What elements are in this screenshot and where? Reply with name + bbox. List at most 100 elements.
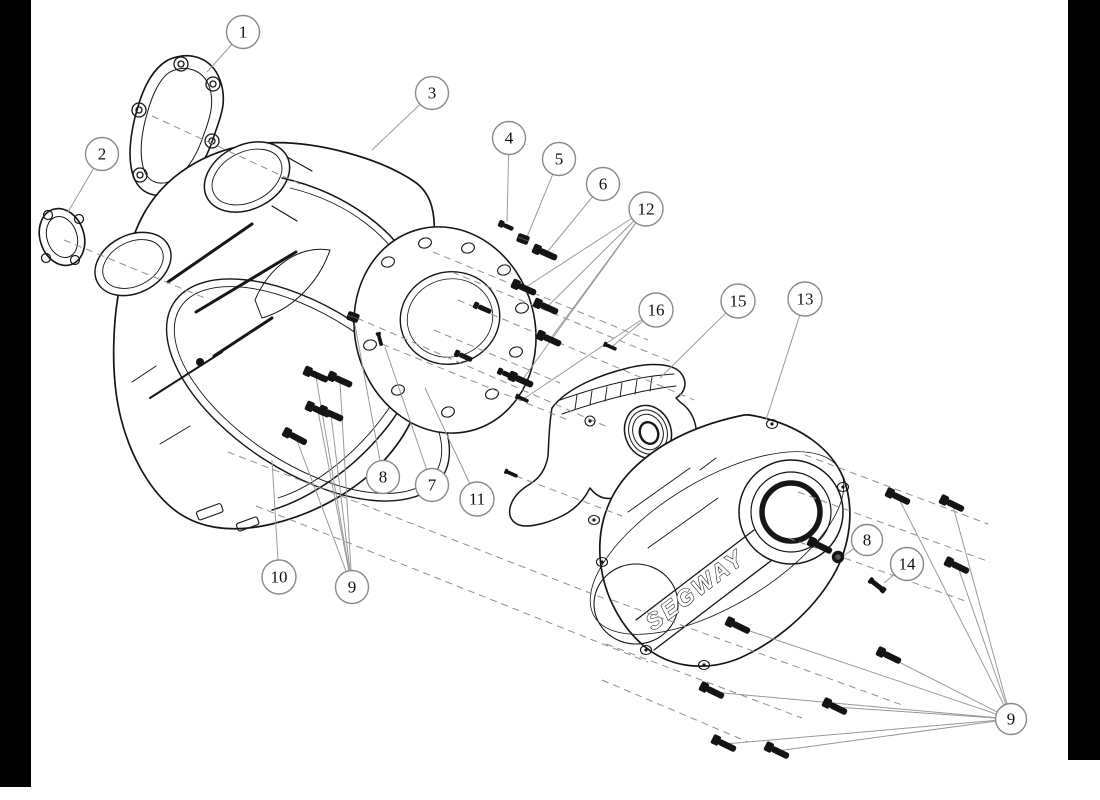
leader-line-8 xyxy=(354,324,381,461)
callout-8: 8 xyxy=(850,523,884,557)
leader-line-13 xyxy=(765,315,801,421)
leader-line-12 xyxy=(525,217,633,288)
projection-line xyxy=(457,299,695,401)
leader-line-9 xyxy=(339,381,352,571)
projection-line xyxy=(151,115,301,185)
pin-fastener xyxy=(514,393,529,403)
callout-10: 10 xyxy=(261,559,297,595)
projection-lines xyxy=(63,115,991,743)
projection-line xyxy=(611,599,906,707)
projection-line xyxy=(601,679,749,743)
callout-3: 3 xyxy=(414,75,450,111)
callout-9: 9 xyxy=(994,702,1028,736)
callout-13: 13 xyxy=(787,281,823,317)
leader-line-9 xyxy=(888,656,998,713)
nut-fastener xyxy=(516,233,530,245)
leader-line-9 xyxy=(776,720,996,752)
projection-line xyxy=(797,491,991,563)
fasteners xyxy=(281,220,970,759)
callout-12: 12 xyxy=(628,191,664,227)
leader-line-9 xyxy=(711,691,996,719)
callout-number: 11 xyxy=(469,490,485,509)
cover-mount-tabs xyxy=(587,418,850,671)
callout-1: 1 xyxy=(225,14,261,50)
projection-line xyxy=(605,643,803,719)
stud-fastener xyxy=(496,367,516,380)
bolt-fastener xyxy=(875,646,902,664)
inner-cover-part xyxy=(353,226,537,434)
callout-11: 11 xyxy=(459,481,495,517)
callout-number: 2 xyxy=(98,145,107,164)
cover-plate-holes xyxy=(363,237,529,418)
callout-number: 4 xyxy=(505,129,514,148)
callout-number: 3 xyxy=(428,84,437,103)
leader-line-12 xyxy=(522,222,637,380)
callout-number: 15 xyxy=(730,292,747,311)
callout-number: 10 xyxy=(271,568,288,587)
callout-number: 9 xyxy=(348,578,357,597)
leader-line-3 xyxy=(371,104,421,151)
leader-line-9 xyxy=(330,414,351,571)
bolt-fastener xyxy=(724,616,751,634)
leader-line-16 xyxy=(524,319,643,399)
callout-number: 9 xyxy=(1007,710,1016,729)
projection-line xyxy=(433,329,561,384)
bolt-fastener xyxy=(326,370,353,388)
bolt-fastener xyxy=(710,734,737,752)
projection-line xyxy=(451,271,673,363)
bolt-fastener xyxy=(943,556,970,574)
pin-fastener xyxy=(375,331,383,346)
bolt-fastener xyxy=(938,494,965,512)
projection-line xyxy=(63,239,206,299)
bolt-fastener xyxy=(884,487,911,505)
bolt-fastener xyxy=(535,329,562,347)
crankcase-housing-part xyxy=(94,141,436,532)
callout-number: 13 xyxy=(797,290,814,309)
callout-number: 12 xyxy=(638,200,655,219)
projection-line xyxy=(227,451,609,601)
leader-line-4 xyxy=(506,154,510,223)
callout-9: 9 xyxy=(334,569,370,605)
stud-fastener xyxy=(453,349,473,362)
leader-line-10 xyxy=(271,459,279,561)
callout-2: 2 xyxy=(84,136,120,172)
callout-8: 8 xyxy=(365,459,401,495)
callout-5: 5 xyxy=(541,141,577,177)
small-gasket-part xyxy=(38,207,86,267)
leader-line-2 xyxy=(67,167,95,213)
leader-line-5 xyxy=(526,174,554,238)
leader-line-9 xyxy=(317,410,350,571)
bolt-fastener xyxy=(698,681,725,699)
bolt-fastener xyxy=(532,297,559,315)
leader-line-6 xyxy=(547,196,593,252)
leader-line-16 xyxy=(612,320,644,347)
bolt-fastener xyxy=(531,243,558,261)
cvt-cover-part: SEGWAY xyxy=(587,413,851,671)
callout-number: 14 xyxy=(899,555,917,574)
projection-line xyxy=(255,505,649,663)
callout-14: 14 xyxy=(889,546,925,582)
leader-line-9 xyxy=(737,626,997,715)
projection-line xyxy=(356,317,611,429)
right-black-bar xyxy=(1068,0,1100,760)
leader-line-14 xyxy=(883,574,895,584)
plug-fastener xyxy=(831,550,845,564)
projection-line xyxy=(381,343,569,421)
leader-line-9 xyxy=(724,719,996,745)
callout-number: 1 xyxy=(239,23,248,42)
callout-number: 8 xyxy=(379,468,388,487)
callout-16: 16 xyxy=(638,292,674,328)
leader-line-9 xyxy=(295,437,347,572)
leader-line-9 xyxy=(957,566,1007,705)
callout-number: 7 xyxy=(428,476,437,495)
leader-line-9 xyxy=(952,505,1008,705)
left-black-bar xyxy=(0,0,31,787)
callout-leader-lines xyxy=(67,43,1008,752)
callout-15: 15 xyxy=(720,283,756,319)
bolt-fastener xyxy=(806,536,833,554)
callout-4: 4 xyxy=(491,120,527,156)
callout-7: 7 xyxy=(414,467,450,503)
callout-6: 6 xyxy=(585,166,621,202)
leader-line-12 xyxy=(547,220,635,307)
